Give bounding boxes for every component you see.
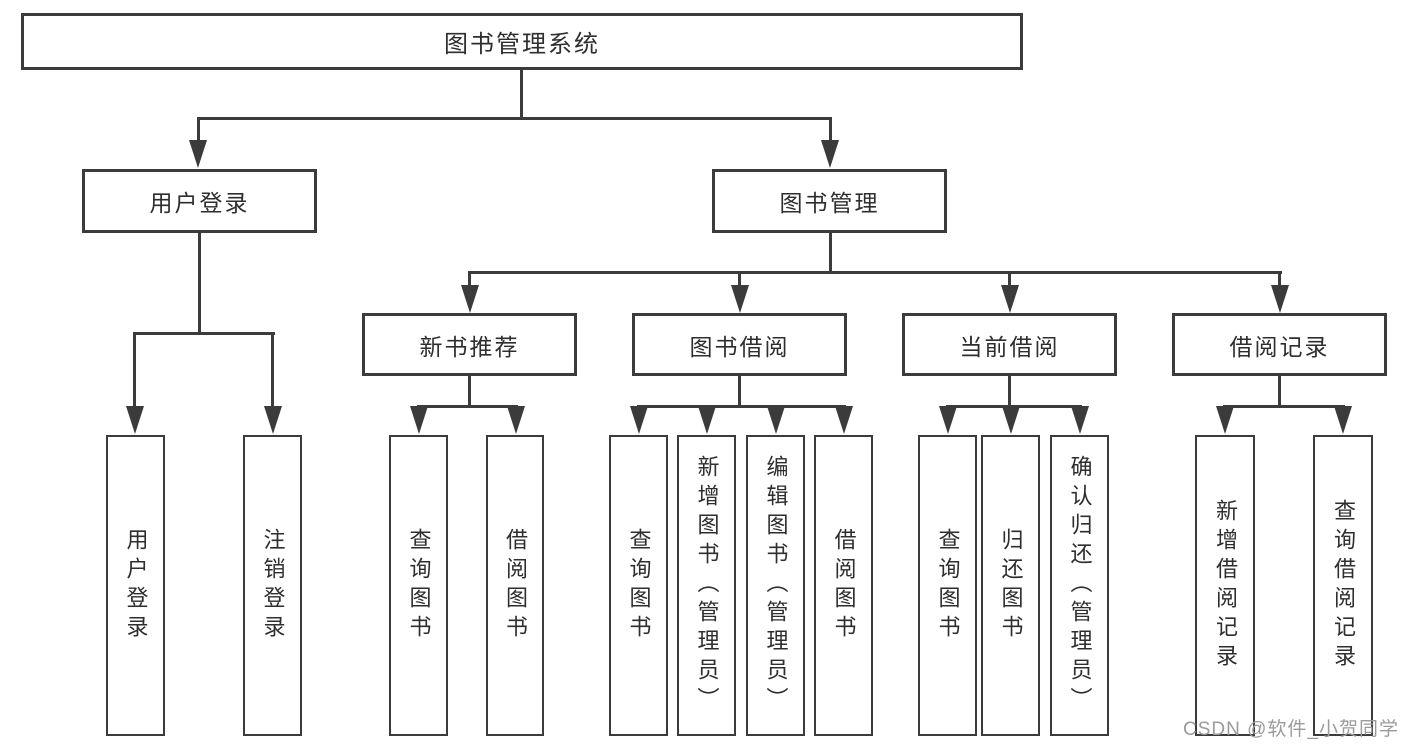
connector-line [829,231,832,274]
arrow-down-icon [1271,285,1289,313]
node-label: 借阅图书 [831,527,857,644]
node-label: 查询借阅记录 [1331,498,1356,673]
leaf-user-login: 用户登录 [106,435,165,736]
arrow-down-icon [1071,406,1089,434]
leaf-borrow-books: 借阅图书 [486,435,544,736]
connector-line [1008,374,1011,408]
connector-line [468,271,471,291]
connector-line [198,231,201,334]
node-root-library-system: 图书管理系统 [21,13,1023,70]
connector-line [468,271,1282,274]
arrow-down-icon [731,285,749,313]
arrow-down-icon [1334,406,1352,434]
leaf-add-borrow-record: 新增借阅记录 [1195,435,1255,736]
leaf-borrow-books: 借阅图书 [814,435,873,736]
node-label: 新书推荐 [419,333,520,360]
node-book-management: 图书管理 [712,169,947,233]
node-label: 新增图书（管理员） [694,455,720,716]
leaf-query-books: 查询图书 [918,435,977,736]
arrow-down-icon [698,406,716,434]
arrow-down-icon [1001,285,1019,313]
arrow-down-icon [767,406,785,434]
node-label: 当前借阅 [959,333,1060,360]
connector-line [738,271,741,291]
node-label: 借阅记录 [1229,333,1330,360]
node-borrow-record: 借阅记录 [1172,313,1387,376]
arrow-down-icon [630,406,648,434]
node-label: 借阅图书 [503,527,528,644]
connector-line [197,117,832,120]
connector-line [1278,271,1281,291]
node-label: 确认归还（管理员） [1067,455,1093,716]
leaf-edit-books-admin: 编辑图书（管理员） [746,435,805,736]
leaf-return-books: 归还图书 [981,435,1040,736]
node-new-book-recommend: 新书推荐 [362,313,577,376]
node-label: 查询图书 [406,527,432,644]
connector-line [133,332,275,335]
connector-line [637,405,846,408]
leaf-query-books: 查询图书 [389,435,448,736]
arrow-down-icon [507,406,525,434]
connector-line [1278,374,1281,408]
leaf-logout: 注销登录 [243,435,302,736]
connector-line [1223,405,1345,408]
leaf-add-books-admin: 新增图书（管理员） [677,435,736,736]
connector-line [520,70,523,119]
connector-line [417,405,518,408]
node-label: 注销登录 [260,527,286,644]
csdn-watermark: CSDN @软件_小贺同学 [1183,719,1399,740]
connector-line [468,374,471,408]
arrow-down-icon [126,406,144,434]
node-label: 编辑图书（管理员） [763,455,789,716]
node-label: 图书借阅 [689,333,790,360]
node-label: 归还图书 [998,527,1024,644]
arrow-down-icon [939,406,957,434]
arrow-down-icon [189,140,207,168]
connector-line [738,374,741,408]
node-label: 查询图书 [626,527,652,644]
node-label: 用户登录 [123,527,149,644]
leaf-query-borrow-record: 查询借阅记录 [1313,435,1373,736]
node-label: 查询图书 [935,527,961,644]
node-label: 用户登录 [149,190,250,216]
node-book-borrow: 图书借阅 [632,313,847,376]
node-current-borrow: 当前借阅 [902,313,1117,376]
connector-line [197,117,200,149]
connector-line [829,117,832,149]
arrow-down-icon [410,406,428,434]
node-label: 图书管理系统 [444,31,600,58]
leaf-query-books: 查询图书 [609,435,668,736]
arrow-down-icon [821,140,839,168]
arrow-down-icon [835,406,853,434]
node-user-login: 用户登录 [82,169,317,233]
arrow-down-icon [1002,406,1020,434]
arrow-down-icon [264,406,282,434]
node-label: 图书管理 [779,190,880,216]
arrow-down-icon [461,285,479,313]
leaf-confirm-return-admin: 确认归还（管理员） [1050,435,1109,736]
node-label: 新增借阅记录 [1213,498,1238,673]
connector-line [1008,271,1011,291]
connector-line [271,332,274,418]
arrow-down-icon [1216,406,1234,434]
connector-line [133,332,136,418]
